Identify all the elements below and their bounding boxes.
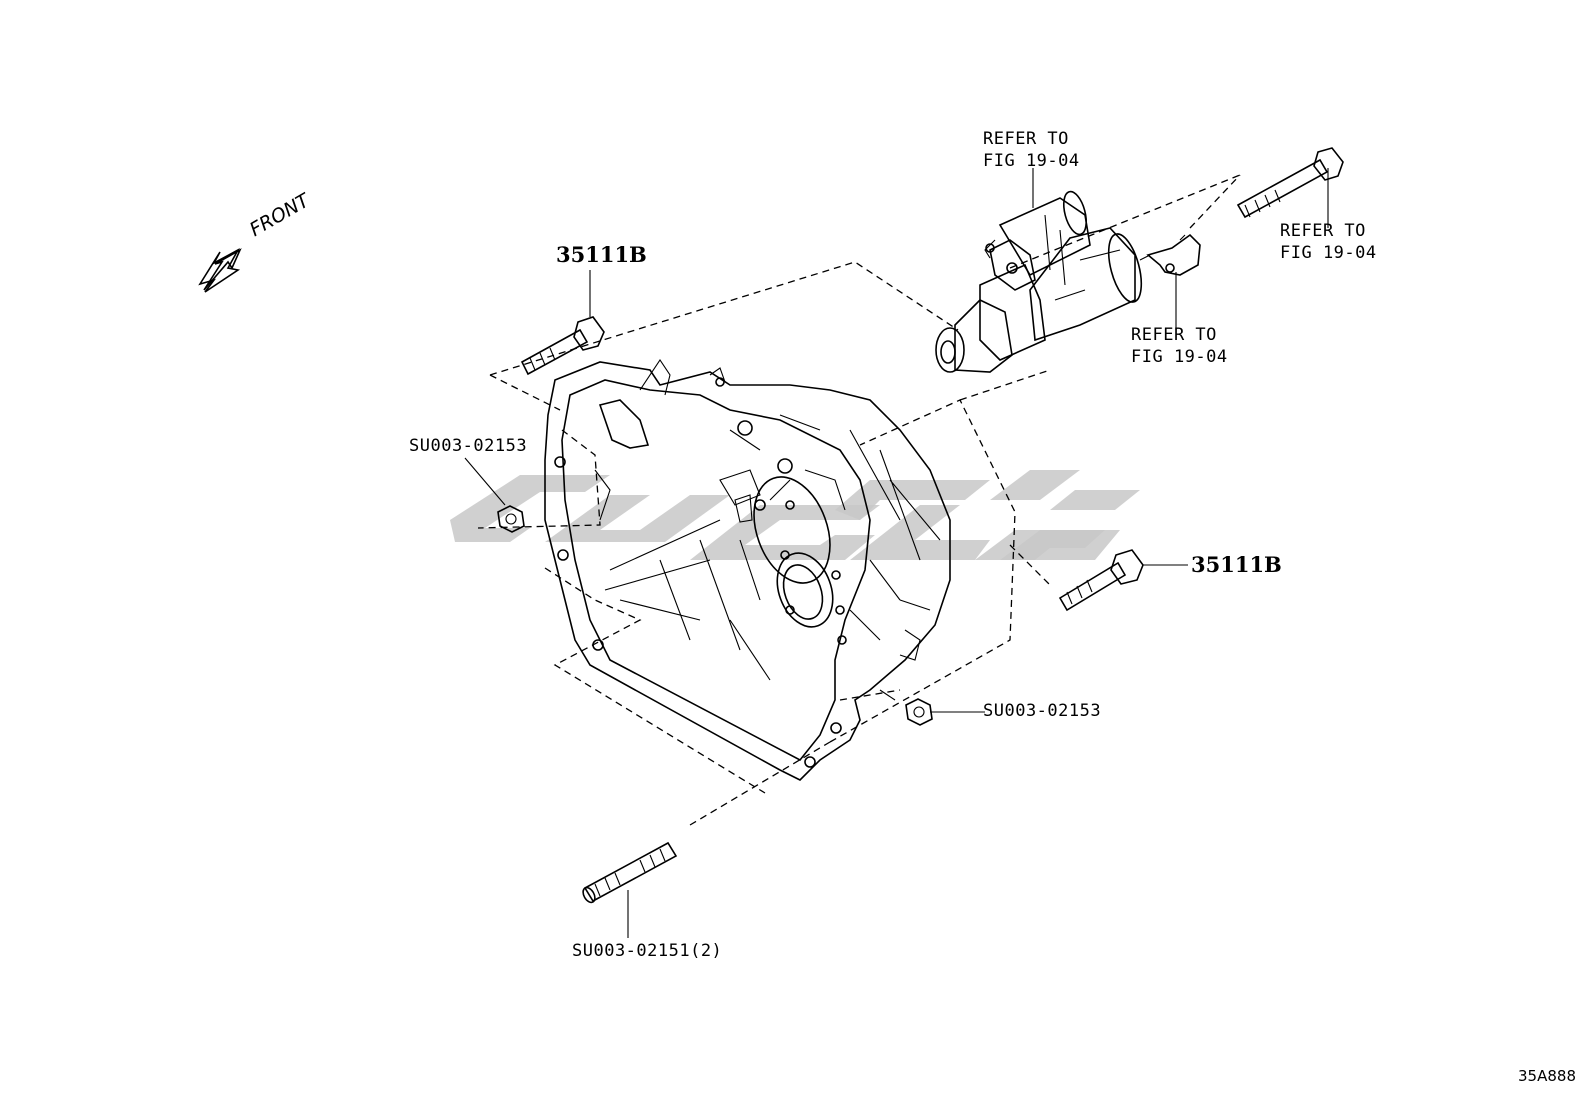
callout-bolt-upper: 35111B — [556, 242, 647, 267]
callout-bracket-ref: REFER TO FIG 19-04 — [1131, 325, 1228, 367]
starter-bracket — [1139, 233, 1201, 276]
front-arrow-icon — [198, 247, 242, 293]
long-bolt — [1236, 147, 1344, 219]
callout-nut-right: SU003-02153 — [983, 701, 1102, 721]
nut-left — [497, 505, 525, 533]
watermark-logo — [450, 470, 1140, 560]
leader-lines — [464, 168, 1329, 938]
transmission-housing — [544, 359, 951, 781]
figure-id: 35A888 — [1518, 1067, 1576, 1085]
bolt-35111b-upper — [520, 316, 605, 376]
callout-starter-ref: REFER TO FIG 19-04 — [983, 129, 1080, 171]
nut-right — [905, 698, 933, 726]
callout-bolt-right: 35111B — [1191, 552, 1282, 577]
callout-nut-left: SU003-02153 — [409, 436, 528, 456]
bolt-35111b-right — [1058, 549, 1144, 612]
stud-bolt — [582, 841, 678, 904]
callout-long-bolt-ref: REFER TO FIG 19-04 — [1280, 221, 1377, 263]
starter-motor — [935, 190, 1143, 373]
callout-stud-bottom: SU003-02151(2) — [572, 941, 723, 961]
